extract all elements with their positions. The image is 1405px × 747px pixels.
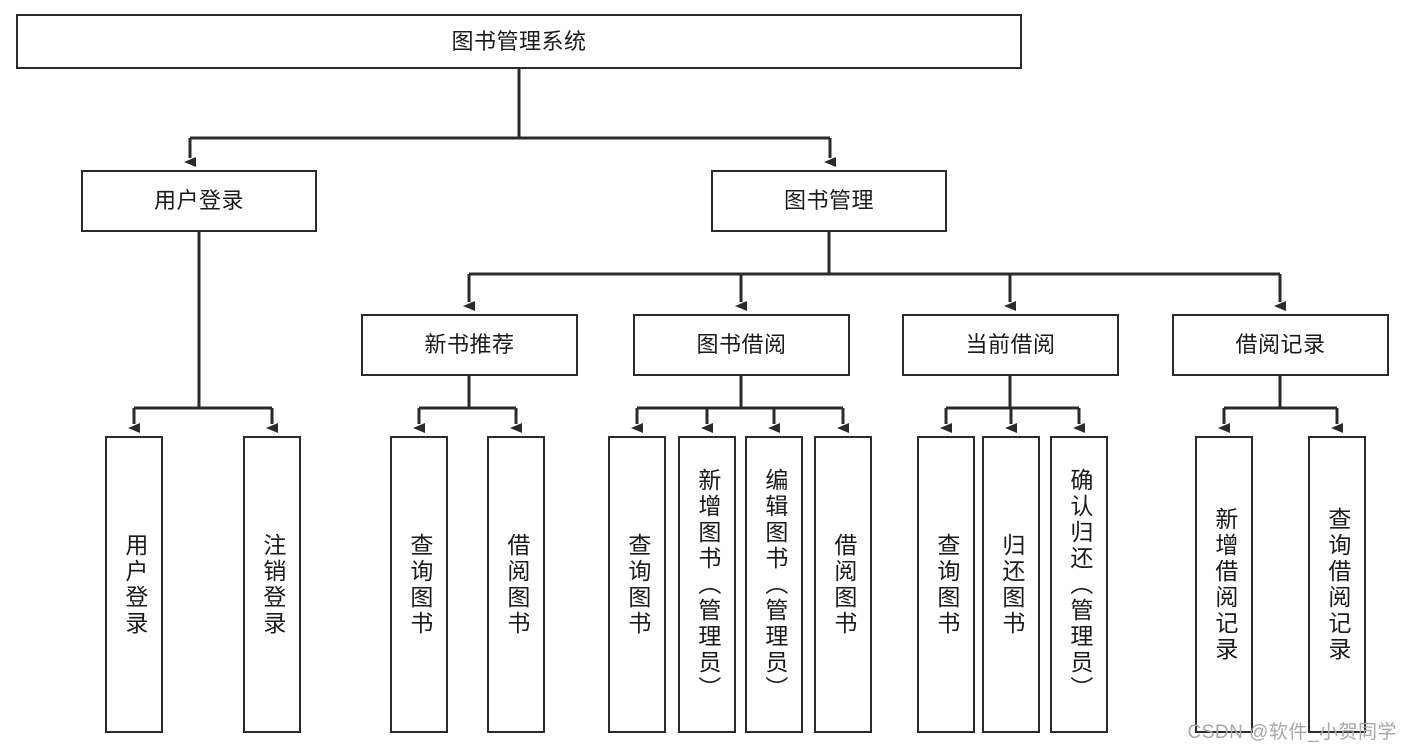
node-leaf-query-book-1[interactable]: 查询图书 — [390, 436, 448, 733]
node-leaf-edit-book-admin-label: 编辑图书（管理员） — [761, 467, 788, 702]
node-user-login-label: 用户登录 — [153, 188, 244, 214]
node-leaf-add-book-admin[interactable]: 新增图书（管理员） — [678, 436, 736, 733]
node-book-borrow[interactable]: 图书借阅 — [633, 314, 850, 376]
node-leaf-borrow-book-2[interactable]: 借阅图书 — [814, 436, 872, 733]
node-current-borrow[interactable]: 当前借阅 — [902, 314, 1119, 376]
node-leaf-return-book[interactable]: 归还图书 — [982, 436, 1040, 733]
node-book-manage-label: 图书管理 — [783, 188, 874, 214]
node-leaf-query-book-3-label: 查询图书 — [933, 532, 960, 637]
node-new-book-recommend[interactable]: 新书推荐 — [361, 314, 578, 376]
node-root-label: 图书管理系统 — [451, 28, 587, 54]
node-leaf-add-borrow-record-label: 新增借阅记录 — [1211, 506, 1238, 663]
node-leaf-logout-login[interactable]: 注销登录 — [243, 436, 301, 733]
node-leaf-query-book-3[interactable]: 查询图书 — [917, 436, 975, 733]
node-leaf-query-book-2[interactable]: 查询图书 — [608, 436, 666, 733]
node-leaf-add-borrow-record[interactable]: 新增借阅记录 — [1195, 436, 1253, 733]
node-book-manage[interactable]: 图书管理 — [711, 170, 947, 232]
node-new-book-recommend-label: 新书推荐 — [424, 332, 515, 358]
node-leaf-logout-login-label: 注销登录 — [259, 532, 286, 637]
node-leaf-edit-book-admin[interactable]: 编辑图书（管理员） — [745, 436, 803, 733]
node-leaf-user-login-label: 用户登录 — [121, 532, 148, 637]
node-root[interactable]: 图书管理系统 — [16, 14, 1022, 69]
node-borrow-record[interactable]: 借阅记录 — [1172, 314, 1389, 376]
node-leaf-confirm-return-admin-label: 确认归还（管理员） — [1066, 467, 1093, 702]
node-leaf-borrow-book-2-label: 借阅图书 — [830, 532, 857, 637]
node-current-borrow-label: 当前借阅 — [965, 332, 1056, 358]
node-leaf-return-book-label: 归还图书 — [998, 532, 1025, 637]
node-leaf-borrow-book-1-label: 借阅图书 — [503, 532, 530, 637]
node-leaf-borrow-book-1[interactable]: 借阅图书 — [487, 436, 545, 733]
node-book-borrow-label: 图书借阅 — [696, 332, 787, 358]
node-leaf-query-borrow-record-label: 查询借阅记录 — [1324, 506, 1351, 663]
node-leaf-confirm-return-admin[interactable]: 确认归还（管理员） — [1050, 436, 1108, 733]
watermark-text: CSDN @软件_小贺同学 — [1187, 722, 1397, 743]
node-user-login[interactable]: 用户登录 — [81, 170, 317, 232]
node-leaf-add-book-admin-label: 新增图书（管理员） — [694, 467, 721, 702]
node-borrow-record-label: 借阅记录 — [1235, 332, 1326, 358]
node-leaf-user-login[interactable]: 用户登录 — [105, 436, 163, 733]
node-leaf-query-book-2-label: 查询图书 — [624, 532, 651, 637]
node-leaf-query-book-1-label: 查询图书 — [406, 532, 433, 637]
node-leaf-query-borrow-record[interactable]: 查询借阅记录 — [1308, 436, 1366, 733]
